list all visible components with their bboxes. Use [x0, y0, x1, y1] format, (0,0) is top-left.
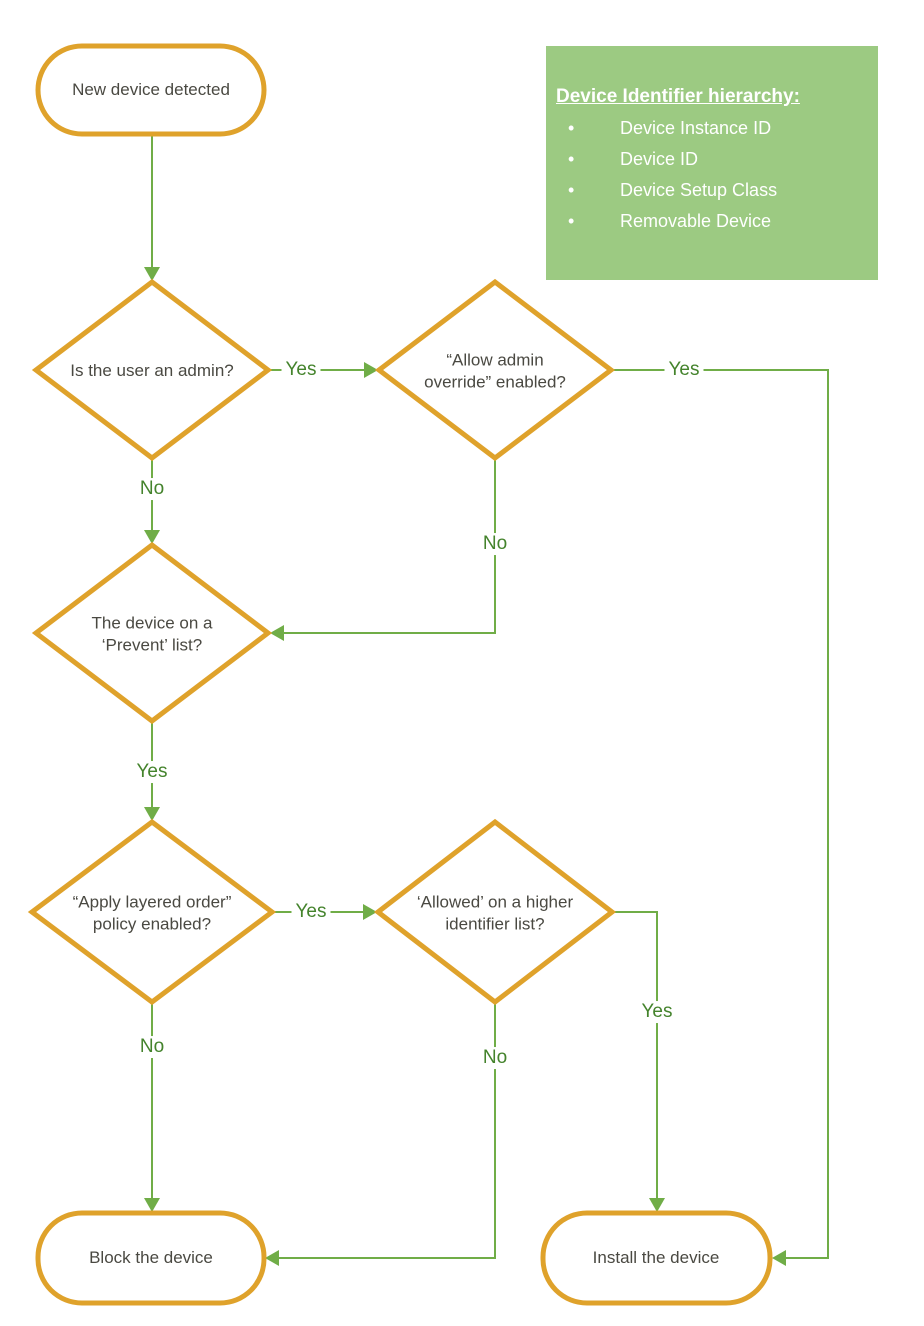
arrowhead-right-override-icon — [364, 362, 378, 378]
decision-prevent-label: The device on a ‘Prevent’ list? — [91, 613, 213, 654]
edge-label-layered-yes: Yes — [291, 901, 331, 923]
arrowhead-down-layered-icon — [144, 807, 160, 821]
start-terminal-shape — [35, 43, 267, 137]
legend-item: Device Instance ID — [556, 118, 870, 139]
install-terminal-shape — [540, 1210, 773, 1306]
decision-higher-label: ‘Allowed’ on a higher identifier list? — [416, 892, 574, 933]
edge-higher-yes-line — [612, 911, 658, 1207]
edge-label-higher-no: No — [478, 1047, 512, 1069]
arrowhead-left-block-icon — [265, 1250, 279, 1266]
start-node-label: New device detected — [72, 80, 230, 100]
edge-label-layered-no: No — [135, 1036, 169, 1058]
legend-list: Device Instance ID Device ID Device Setu… — [556, 118, 870, 232]
decision-layered-label: “Apply layered order” policy enabled? — [72, 892, 232, 933]
block-node-label: Block the device — [89, 1248, 213, 1268]
arrowhead-right-higher-icon — [363, 904, 377, 920]
arrowhead-down-install-icon — [649, 1198, 665, 1212]
decision-admin-shape — [31, 278, 273, 462]
decision-higher-shape — [373, 818, 617, 1006]
decision-override-shape — [374, 278, 616, 462]
arrowhead-down-admin-icon — [144, 267, 160, 281]
arrowhead-left-prevent-icon — [270, 625, 284, 641]
edge-label-override-no: No — [478, 533, 512, 555]
flowchart-shapes — [27, 43, 773, 1306]
decision-override-label: “Allow admin override” enabled? — [424, 350, 566, 391]
decision-admin-label: Is the user an admin? — [70, 361, 234, 381]
edge-override-yes-line — [611, 369, 829, 1259]
legend-title: Device Identifier hierarchy: — [556, 86, 800, 107]
arrowhead-left-install-icon — [772, 1250, 786, 1266]
edge-label-higher-yes: Yes — [637, 1001, 677, 1023]
edge-label-admin-yes: Yes — [281, 359, 321, 381]
edge-label-prevent-yes: Yes — [132, 761, 172, 783]
legend-item: Removable Device — [556, 211, 870, 232]
edge-higher-no-line — [271, 1002, 496, 1259]
edge-label-override-yes: Yes — [664, 359, 704, 381]
arrowhead-down-prevent-icon — [144, 530, 160, 544]
decision-layered-shape — [27, 818, 277, 1006]
legend-box: Device Identifier hierarchy: Device Inst… — [546, 46, 878, 280]
legend-item: Device Setup Class — [556, 180, 870, 201]
edge-override-no-line — [276, 458, 496, 634]
edge-label-admin-no: No — [135, 478, 169, 500]
arrowhead-down-block-icon — [144, 1198, 160, 1212]
decision-prevent-shape — [31, 541, 273, 725]
legend-item: Device ID — [556, 149, 870, 170]
arrowheads — [144, 267, 786, 1266]
block-terminal-shape — [35, 1210, 267, 1306]
install-node-label: Install the device — [592, 1248, 720, 1268]
